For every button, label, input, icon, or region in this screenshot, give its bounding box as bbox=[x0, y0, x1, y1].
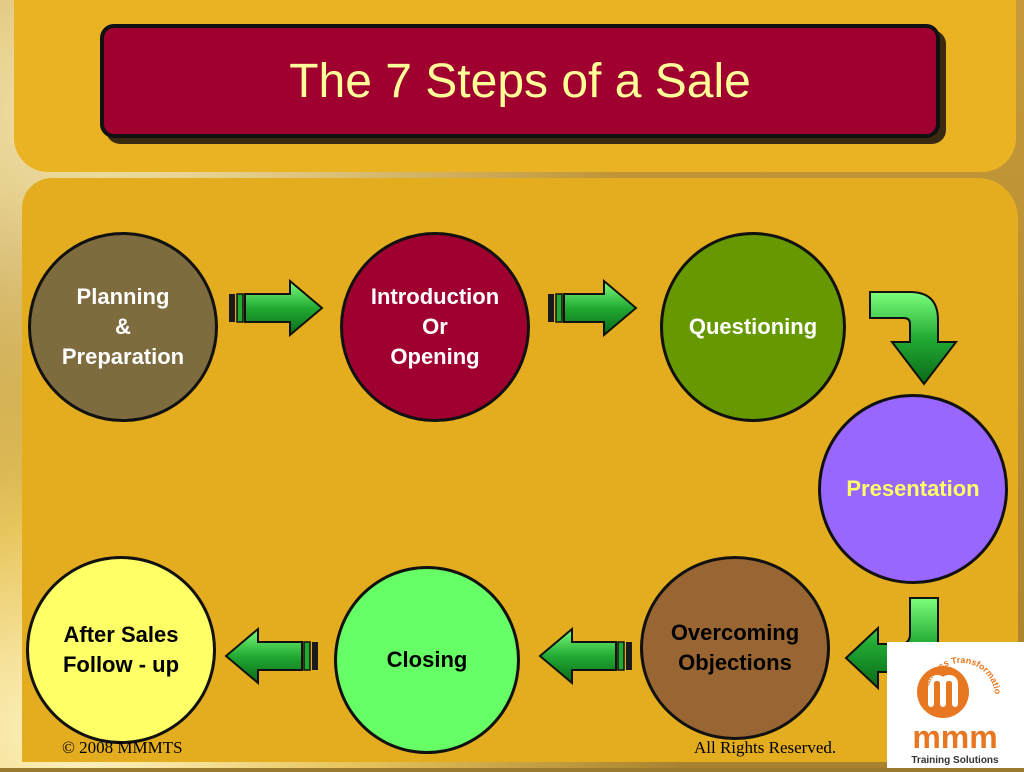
arrow-right-icon bbox=[229, 278, 324, 338]
step-closing: Closing bbox=[334, 566, 520, 754]
title-box: The 7 Steps of a Sale bbox=[100, 24, 940, 138]
footer-copyright: © 2008 MMMTS bbox=[62, 738, 183, 757]
step-label: Presentation bbox=[846, 476, 980, 501]
slide-title: The 7 Steps of a Sale bbox=[289, 54, 751, 108]
step-label: After Sales Follow - up bbox=[62, 622, 180, 677]
step-label: Planning & Preparation bbox=[61, 284, 185, 369]
logo-wordmark: mmm bbox=[912, 719, 997, 755]
step-label: Introduction Or Opening bbox=[370, 284, 500, 369]
arrow-turn-down-icon bbox=[869, 291, 959, 386]
arrow-left-icon bbox=[224, 626, 318, 686]
step-questioning: Questioning bbox=[660, 232, 846, 422]
arrow-right-icon bbox=[548, 278, 638, 338]
logo-graphic: Seamless Transformation mmm Training Sol… bbox=[884, 634, 1003, 766]
step-label: Questioning bbox=[688, 314, 818, 339]
step-label: Overcoming Objections bbox=[670, 620, 800, 675]
arrow-left-icon bbox=[538, 626, 632, 686]
step-label: Closing bbox=[386, 647, 468, 672]
step-introduction-opening: Introduction Or Opening bbox=[340, 232, 530, 422]
step-after-sales-follow-up: After Sales Follow - up bbox=[26, 556, 216, 744]
step-presentation: Presentation bbox=[818, 394, 1008, 584]
step-overcoming-objections: Overcoming Objections bbox=[640, 556, 830, 740]
footer-rights: All Rights Reserved. bbox=[694, 738, 837, 757]
logo-tagline: Training Solutions bbox=[911, 755, 999, 766]
step-planning-preparation: Planning & Preparation bbox=[28, 232, 218, 422]
company-logo: Seamless Transformation mmm Training Sol… bbox=[884, 634, 1024, 768]
